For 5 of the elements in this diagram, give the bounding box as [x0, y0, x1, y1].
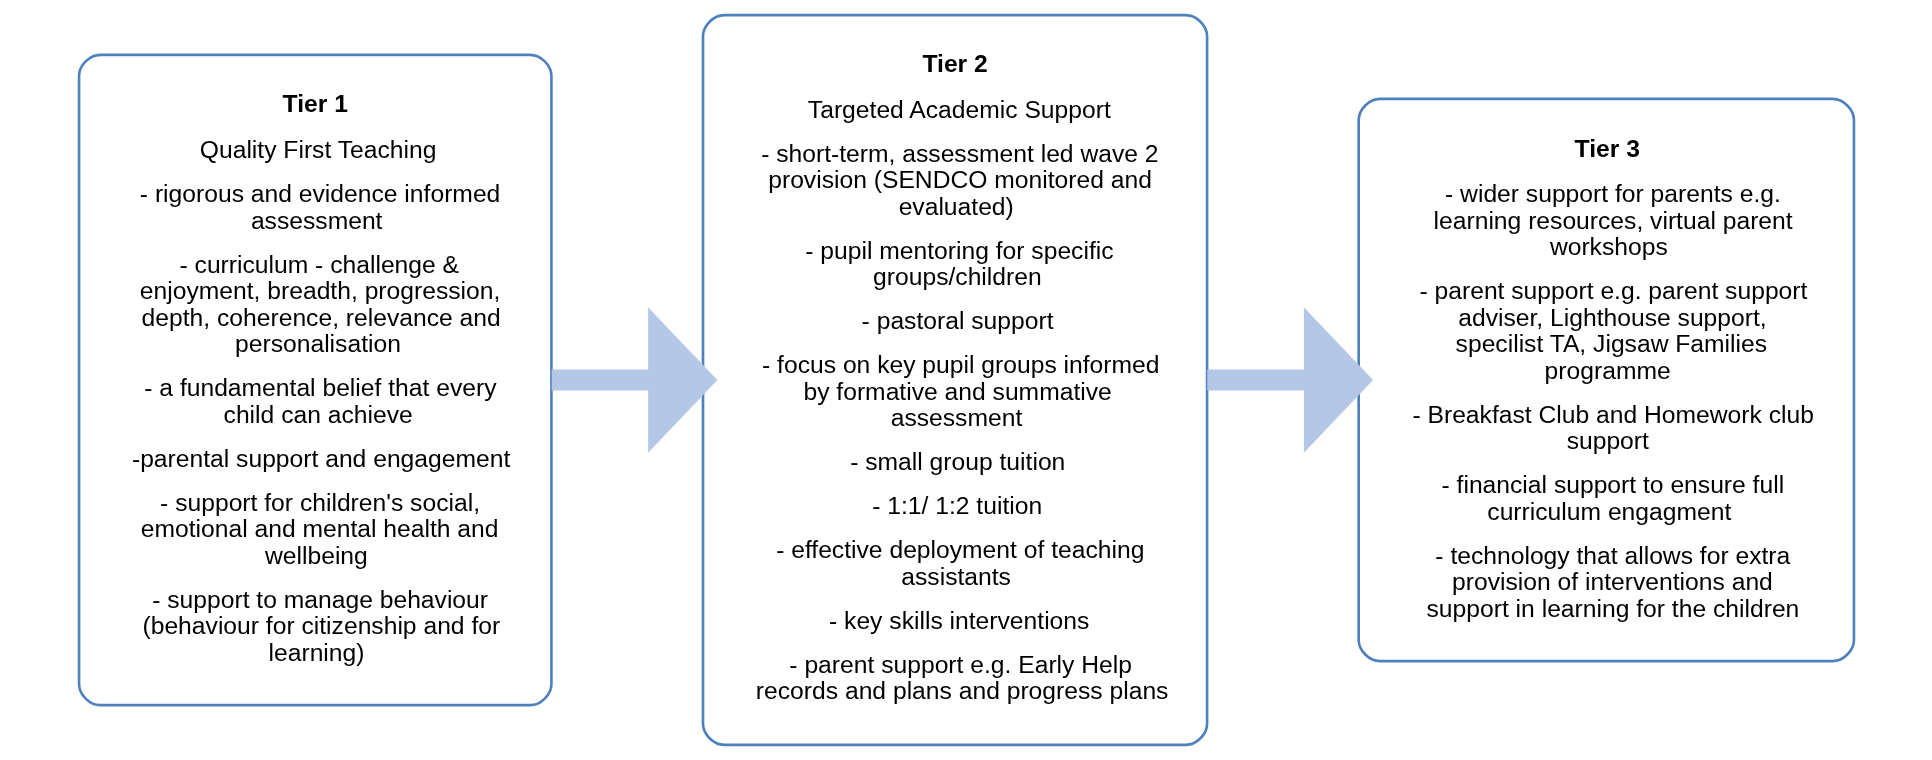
node-box: Tier 1 Quality First Teaching - rigorous and evidence informed assessment - curriculum - challenge & enjoyment, breadth, progression, depth, coherence, relevance and personalisation - a fundamental belief that every child can achieve -parental support and engagement - support for children's social, emotional and mental health and wellbeing - support to manage behaviour (behaviour for citizenship and for learning) — [77, 53, 553, 707]
node-box: Tier 2 Targeted Academic Support - short-term, assessment led wave 2 provision (SENDCO monitored and evaluated) - pupil mentoring for specific groups/children - pastoral support - focus on key pupil groups informed by formative and summative assessment - small group tuition - 1:1/ 1:2 tuition - effective deployment of teaching assistants - key skills interventions - parent support e.g. Early Help records and plans and progress plans — [701, 13, 1208, 747]
node-box: Tier 3 - wider support for parents e.g. learning resources, virtual parent workshops - parent support e.g. parent support adviser, Lighthouse support, specilist TA, Jigsaw Families programme - Breakfast Club and Homework club support - financial support to ensure full curriculum engagment - technology that allows for extra provision of interventions and support in learning for the children — [1356, 97, 1855, 663]
arrow — [551, 307, 717, 453]
arrow — [1206, 307, 1373, 453]
